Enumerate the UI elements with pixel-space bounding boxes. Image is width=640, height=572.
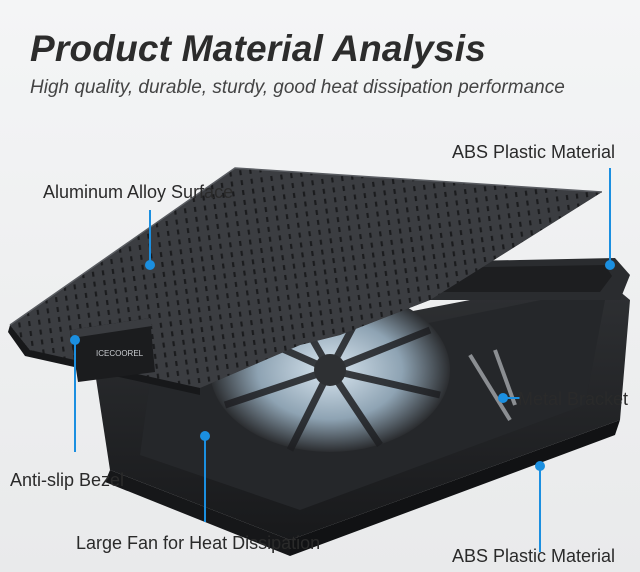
callout-large-fan: Large Fan for Heat Dissipation — [76, 533, 321, 553]
callout-dot-aluminum — [145, 260, 155, 270]
callout-metal-bracket: Metal Bracket — [518, 389, 629, 409]
callout-dot-large-fan — [200, 431, 210, 441]
callout-aluminum: Aluminum Alloy Surface — [43, 182, 234, 202]
callout-dot-metal-bracket — [498, 393, 508, 403]
callout-lines — [74, 168, 611, 552]
page-title: Product Material Analysis — [30, 28, 486, 69]
anti-slip-bezel — [70, 318, 155, 382]
aluminum-panel — [8, 167, 603, 395]
callout-dot-anti-slip — [70, 335, 80, 345]
page-subtitle: High quality, durable, sturdy, good heat… — [30, 77, 565, 98]
callout-anti-slip: Anti-slip Bezel — [10, 470, 125, 490]
metal-bracket — [468, 349, 517, 422]
callout-abs-top: ABS Plastic Material — [452, 142, 616, 162]
callout-dots — [70, 260, 615, 471]
callout-dot-abs-bottom — [535, 461, 545, 471]
brand-logo-text: ICECOOREL — [96, 349, 144, 358]
callout-abs-bottom: ABS Plastic Material — [452, 546, 616, 566]
callout-dot-abs-top — [605, 260, 615, 270]
